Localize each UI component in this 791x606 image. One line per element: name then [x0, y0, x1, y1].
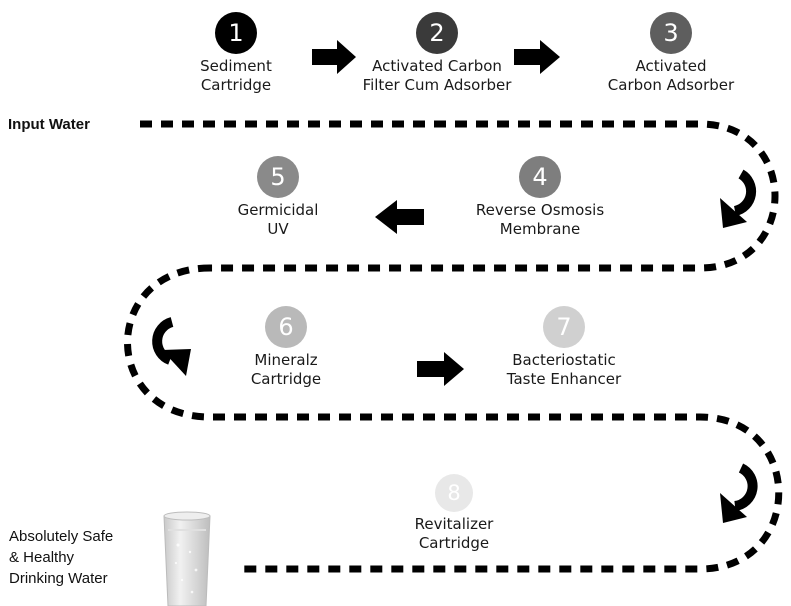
- step-number-badge: 7: [543, 306, 585, 348]
- u-turn-arrow-icon: [720, 463, 758, 523]
- step-label-line: Membrane: [499, 220, 581, 238]
- arrow-right-icon: [514, 40, 560, 74]
- step-label-line: UV: [267, 220, 289, 238]
- step-label-line: Cartridge: [250, 370, 322, 388]
- step-label-line: Cartridge: [418, 534, 490, 552]
- step-label-line: Filter Cum Adsorber: [362, 76, 512, 94]
- step-label-line: Carbon Adsorber: [607, 76, 735, 94]
- glass-of-water-icon: [163, 511, 211, 606]
- arrow-left-icon: [375, 200, 424, 234]
- step-label-line: Cartridge: [200, 76, 272, 94]
- input-water-label: Input Water: [8, 116, 90, 133]
- step-label-line: Bacteriostatic: [512, 351, 616, 369]
- output-label-line: & Healthy: [9, 549, 75, 566]
- u-turn-arrow-icon: [152, 317, 191, 376]
- step-number-badge: 5: [257, 156, 299, 198]
- step-label-line: Activated: [635, 57, 707, 75]
- u-turn-arrow-icon: [720, 169, 757, 228]
- step-number-badge: 1: [215, 12, 257, 54]
- step-label-line: Sediment: [200, 57, 272, 75]
- step-number-badge: 8: [435, 474, 473, 512]
- step-label-line: Germicidal: [237, 201, 319, 219]
- step-label-line: Taste Enhancer: [506, 370, 622, 388]
- step-number-badge: 3: [650, 12, 692, 54]
- step-label-line: Revitalizer: [414, 515, 494, 533]
- step-number-badge: 6: [265, 306, 307, 348]
- step-label-line: Mineralz: [254, 351, 318, 369]
- flow-path-row2: [124, 264, 783, 573]
- step-label-line: Reverse Osmosis: [475, 201, 605, 219]
- output-label-line: Absolutely Safe: [9, 528, 114, 545]
- flow-path-row1: [140, 120, 779, 272]
- arrow-right-icon: [417, 352, 464, 386]
- output-water-label: Absolutely Safe & Healthy Drinking Water: [9, 526, 113, 589]
- step-number-badge: 2: [416, 12, 458, 54]
- output-label-line: Drinking Water: [9, 570, 108, 587]
- step-label-line: Activated Carbon: [372, 57, 502, 75]
- arrow-right-icon: [312, 40, 356, 74]
- step-number-badge: 4: [519, 156, 561, 198]
